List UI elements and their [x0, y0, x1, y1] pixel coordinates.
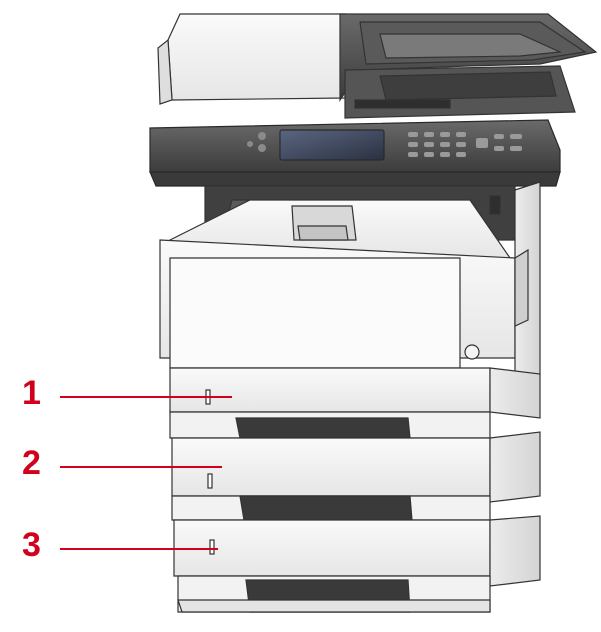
home-keys: [247, 132, 266, 152]
operation-panel: [149, 119, 561, 187]
main-body: [159, 181, 541, 383]
paper-gauge-3: [209, 539, 215, 555]
cassette-3: [173, 515, 541, 613]
numeric-keypad: [408, 132, 522, 157]
callout-number-1: 1: [22, 374, 41, 412]
front-cover: [169, 257, 461, 369]
cassette-2: [171, 431, 541, 521]
callout-number-2: 2: [22, 444, 41, 482]
touch-panel-screen: [279, 129, 385, 161]
cassette-1: [169, 367, 541, 439]
paper-gauge-2: [207, 473, 213, 489]
callout-lines: [60, 396, 232, 550]
callout-number-3: 3: [22, 526, 41, 564]
output-tray-area: [169, 185, 516, 259]
front-cover-button: [464, 344, 480, 360]
document-processor: [157, 13, 598, 119]
